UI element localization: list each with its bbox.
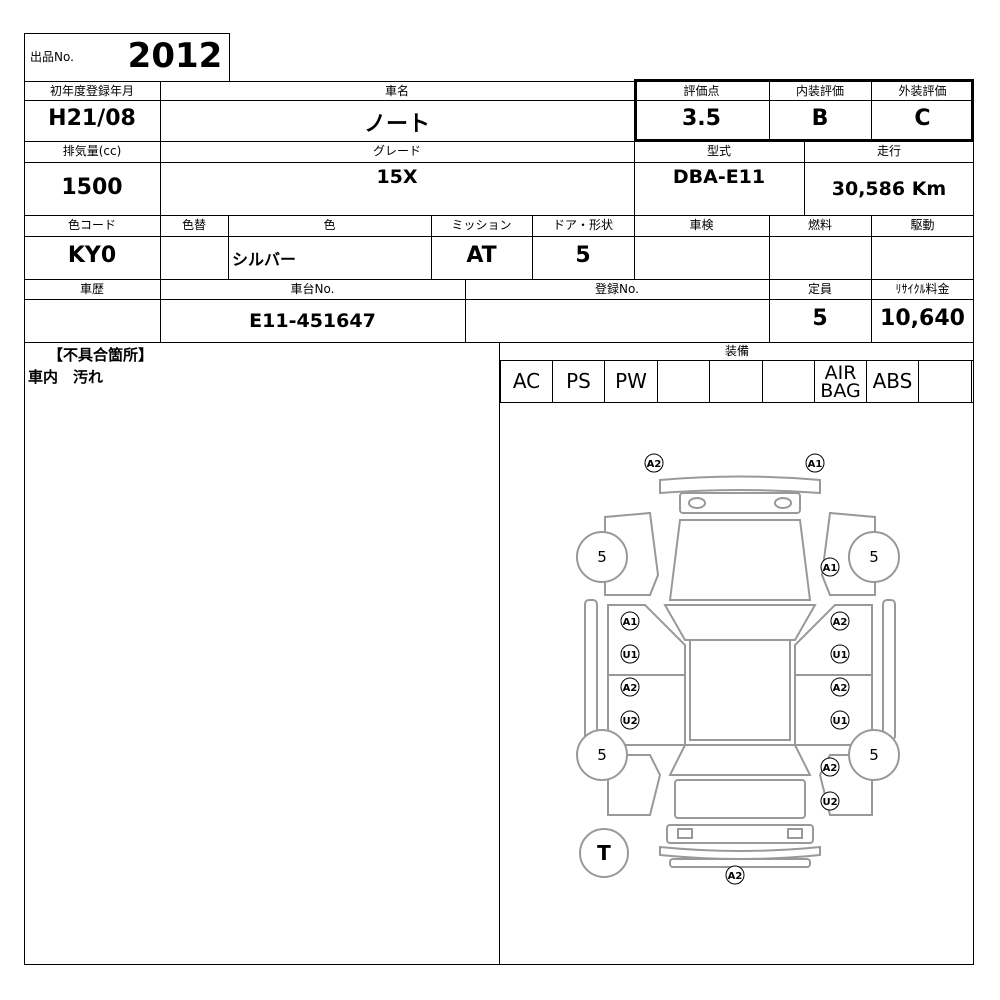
mileage-value: 30,586 Km xyxy=(831,178,947,200)
fuel-label: 燃料 xyxy=(807,218,832,232)
mission-value: AT xyxy=(466,243,497,268)
interior-label: 内装評価 xyxy=(795,84,844,98)
recycle-label: ﾘｻｲｸﾙ料金 xyxy=(895,282,950,296)
equip-ps: PS xyxy=(552,361,604,402)
mark-rear-right-2: U2 xyxy=(822,797,837,808)
mark-right-2: U1 xyxy=(832,650,847,661)
spare-tire: T xyxy=(597,841,611,865)
exterior-value: C xyxy=(914,106,931,131)
inspection-label: 車検 xyxy=(689,218,714,232)
grade-label: グレード xyxy=(372,144,421,158)
interior-value: B xyxy=(811,106,829,131)
displacement-value: 1500 xyxy=(61,175,123,200)
equip-blank-2 xyxy=(709,361,762,402)
tire-rl: 5 xyxy=(597,746,607,764)
model-value: DBA-E11 xyxy=(672,166,766,188)
score-label: 評価点 xyxy=(683,84,720,98)
mark-front-right: A1 xyxy=(808,459,823,470)
mark-left-4: U2 xyxy=(622,716,637,727)
score-frame xyxy=(634,79,974,142)
tire-fr: 5 xyxy=(869,548,879,566)
history-label: 車歴 xyxy=(79,282,104,296)
grade-value: 15X xyxy=(376,166,418,188)
score-value: 3.5 xyxy=(682,106,721,131)
mark-rear: A2 xyxy=(728,871,743,882)
color-value: シルバー xyxy=(232,250,297,269)
reg-date-value: H21/08 xyxy=(48,106,136,131)
drive-label: 駆動 xyxy=(910,218,935,232)
color-label: 色 xyxy=(323,218,336,232)
mark-right-3: A2 xyxy=(833,683,848,694)
mark-left-3: A2 xyxy=(623,683,638,694)
car-name-value: ノート xyxy=(363,112,430,137)
equip-blank-4 xyxy=(918,361,971,402)
color-code-label: 色コード xyxy=(67,218,116,232)
door-label: ドア・形状 xyxy=(552,218,613,232)
chassis-value: E11-451647 xyxy=(249,310,376,332)
chassis-label: 車台No. xyxy=(290,282,335,296)
car-name-label: 車名 xyxy=(384,84,409,98)
equipment-title: 装備 xyxy=(724,344,749,358)
mark-fender-right: A1 xyxy=(823,563,838,574)
equip-airbag: AIR BAG xyxy=(814,361,866,402)
equip-pw: PW xyxy=(604,361,657,402)
mark-left-1: A1 xyxy=(623,617,638,628)
displacement-label: 排気量(cc) xyxy=(62,144,122,158)
equip-blank-1 xyxy=(657,361,709,402)
color-code-value: KY0 xyxy=(67,243,117,268)
model-label: 型式 xyxy=(706,144,731,158)
defects-title: 【不具合箇所】 xyxy=(48,346,154,364)
mission-label: ミッション xyxy=(451,218,512,232)
recycle-value: 10,640 xyxy=(880,306,965,331)
capacity-value: 5 xyxy=(812,306,828,331)
mark-rear-right-1: A2 xyxy=(823,763,838,774)
mark-right-4: U1 xyxy=(832,716,847,727)
mark-front-left: A2 xyxy=(647,459,662,470)
reg-date-label: 初年度登録年月 xyxy=(49,84,134,98)
car-diagram: 5 5 5 5 T A2 A1 A1 A1 U1 A2 U2 A2 U1 A2 … xyxy=(576,453,900,885)
lot-number: 2012 xyxy=(127,36,223,76)
recolor-label: 色替 xyxy=(181,218,206,232)
regno-label: 登録No. xyxy=(595,282,639,296)
defects-text: 車内 汚れ xyxy=(28,368,104,386)
equip-blank-3 xyxy=(762,361,814,402)
tire-rr: 5 xyxy=(869,746,879,764)
tire-fl: 5 xyxy=(597,548,607,566)
mark-left-2: U1 xyxy=(622,650,637,661)
lot-label: 出品No. xyxy=(30,50,74,64)
mark-right-1: A2 xyxy=(833,617,848,628)
door-value: 5 xyxy=(575,243,591,268)
equip-abs: ABS xyxy=(866,361,918,402)
mileage-label: 走行 xyxy=(876,144,901,158)
exterior-label: 外装評価 xyxy=(898,84,947,98)
equip-ac: AC xyxy=(500,361,552,402)
capacity-label: 定員 xyxy=(807,282,832,296)
